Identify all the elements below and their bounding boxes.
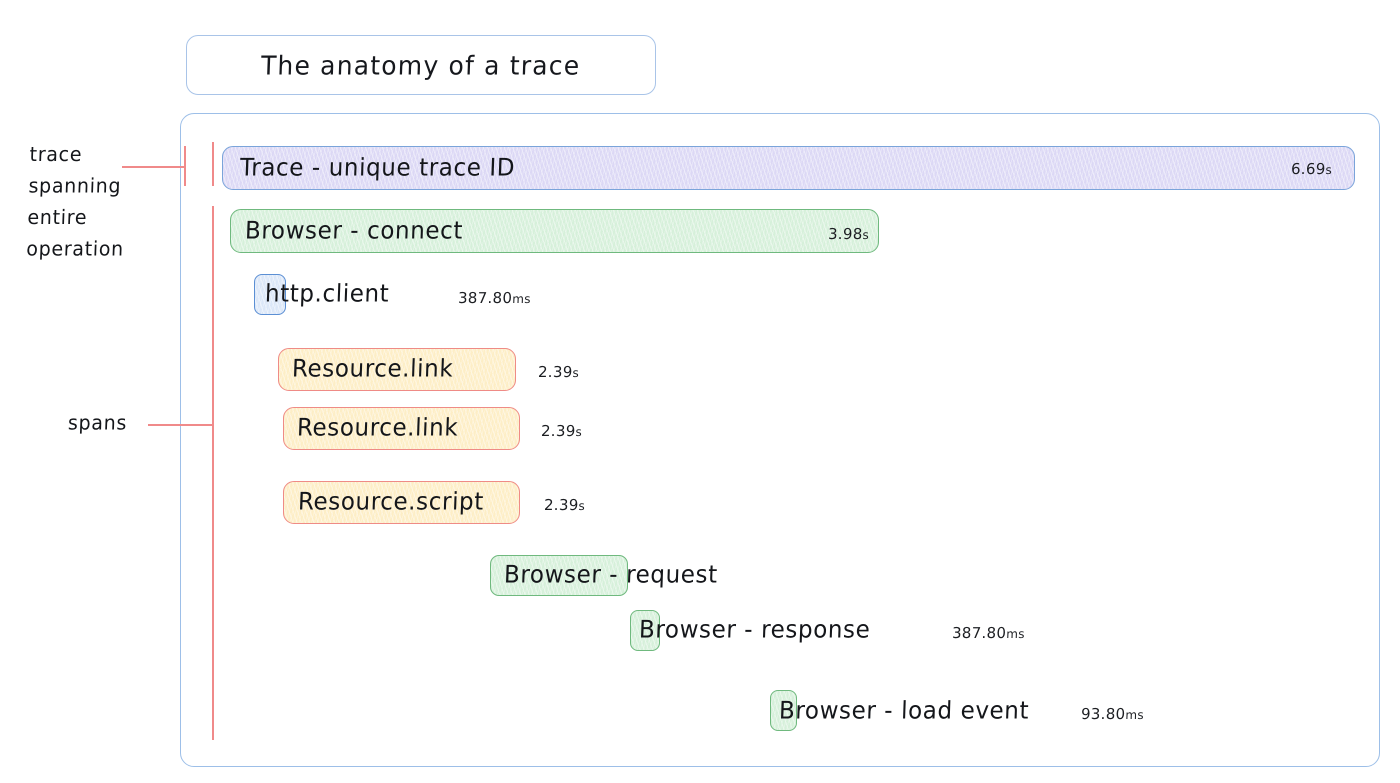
span-browser-load-event-duration: 93.80ms [1081, 705, 1145, 723]
span-resource-link-2-label: Resource.link [296, 414, 459, 442]
span-resource-link-2-bar[interactable] [283, 407, 520, 450]
span-resource-link-1-bar[interactable] [278, 348, 516, 391]
span-browser-response-label: Browser - response [638, 616, 871, 644]
span-browser-response-duration-unit: ms [1006, 627, 1026, 641]
span-browser-response-duration-value: 387.80 [951, 624, 1007, 642]
span-browser-connect-label: Browser - connect [244, 217, 464, 245]
span-http-client-duration-value: 387.80 [457, 289, 513, 307]
spans-annotation-leader-vertical [212, 206, 214, 740]
span-http-client-bar[interactable] [254, 274, 286, 315]
span-browser-connect-bar[interactable] [230, 209, 879, 253]
span-resource-script-duration: 2.39s [544, 496, 586, 514]
span-browser-load-event-bar[interactable] [770, 690, 797, 731]
span-browser-load-event-duration-unit: ms [1125, 708, 1145, 722]
span-resource-script-bar[interactable] [283, 481, 520, 524]
span-resource-link-2-duration: 2.39s [541, 422, 583, 440]
span-browser-connect-duration-value: 3.98 [827, 225, 863, 243]
span-resource-link-1-duration-unit: s [572, 366, 580, 380]
span-http-client-label: http.client [264, 280, 390, 308]
span-browser-response-duration: 387.80ms [952, 624, 1025, 642]
span-browser-connect-duration-unit: s [862, 228, 870, 242]
trace-annotation-label: trace spanning entire operation [25, 143, 125, 261]
trace-annotation-leader-tick [212, 142, 214, 186]
span-trace-label: Trace - unique trace ID [239, 154, 516, 182]
trace-annotation-leader-bracket [184, 146, 186, 186]
span-resource-script-label: Resource.script [297, 488, 485, 516]
span-resource-script-duration-value: 2.39 [543, 496, 579, 514]
spans-annotation-label: spans [67, 411, 128, 435]
span-resource-link-2-duration-value: 2.39 [540, 422, 576, 440]
span-browser-response-bar[interactable] [630, 610, 660, 651]
span-browser-load-event-label: Browser - load event [778, 697, 1030, 725]
span-browser-request-label: Browser - request [503, 561, 719, 589]
span-resource-link-1-duration-value: 2.39 [537, 363, 573, 381]
span-resource-link-1-duration: 2.39s [538, 363, 580, 381]
span-trace-bar[interactable] [222, 146, 1355, 190]
span-browser-connect-duration: 3.98s [828, 225, 870, 243]
spans-annotation-leader-horizontal [148, 424, 212, 426]
span-resource-link-1-label: Resource.link [291, 355, 454, 383]
span-browser-load-event-duration-value: 93.80 [1080, 705, 1126, 723]
span-browser-request-bar[interactable] [490, 555, 628, 596]
span-http-client-duration-unit: ms [512, 292, 532, 306]
span-http-client-duration: 387.80ms [458, 289, 531, 307]
span-trace-duration: 6.69s [1291, 160, 1333, 178]
span-trace-duration-value: 6.69 [1290, 160, 1326, 178]
diagram-title-box: The anatomy of a trace [186, 35, 656, 95]
span-resource-link-2-duration-unit: s [575, 425, 583, 439]
trace-annotation-leader-horizontal [122, 166, 184, 168]
span-resource-script-duration-unit: s [578, 499, 586, 513]
span-trace-duration-unit: s [1325, 163, 1333, 177]
page-title: The anatomy of a trace [260, 49, 582, 81]
